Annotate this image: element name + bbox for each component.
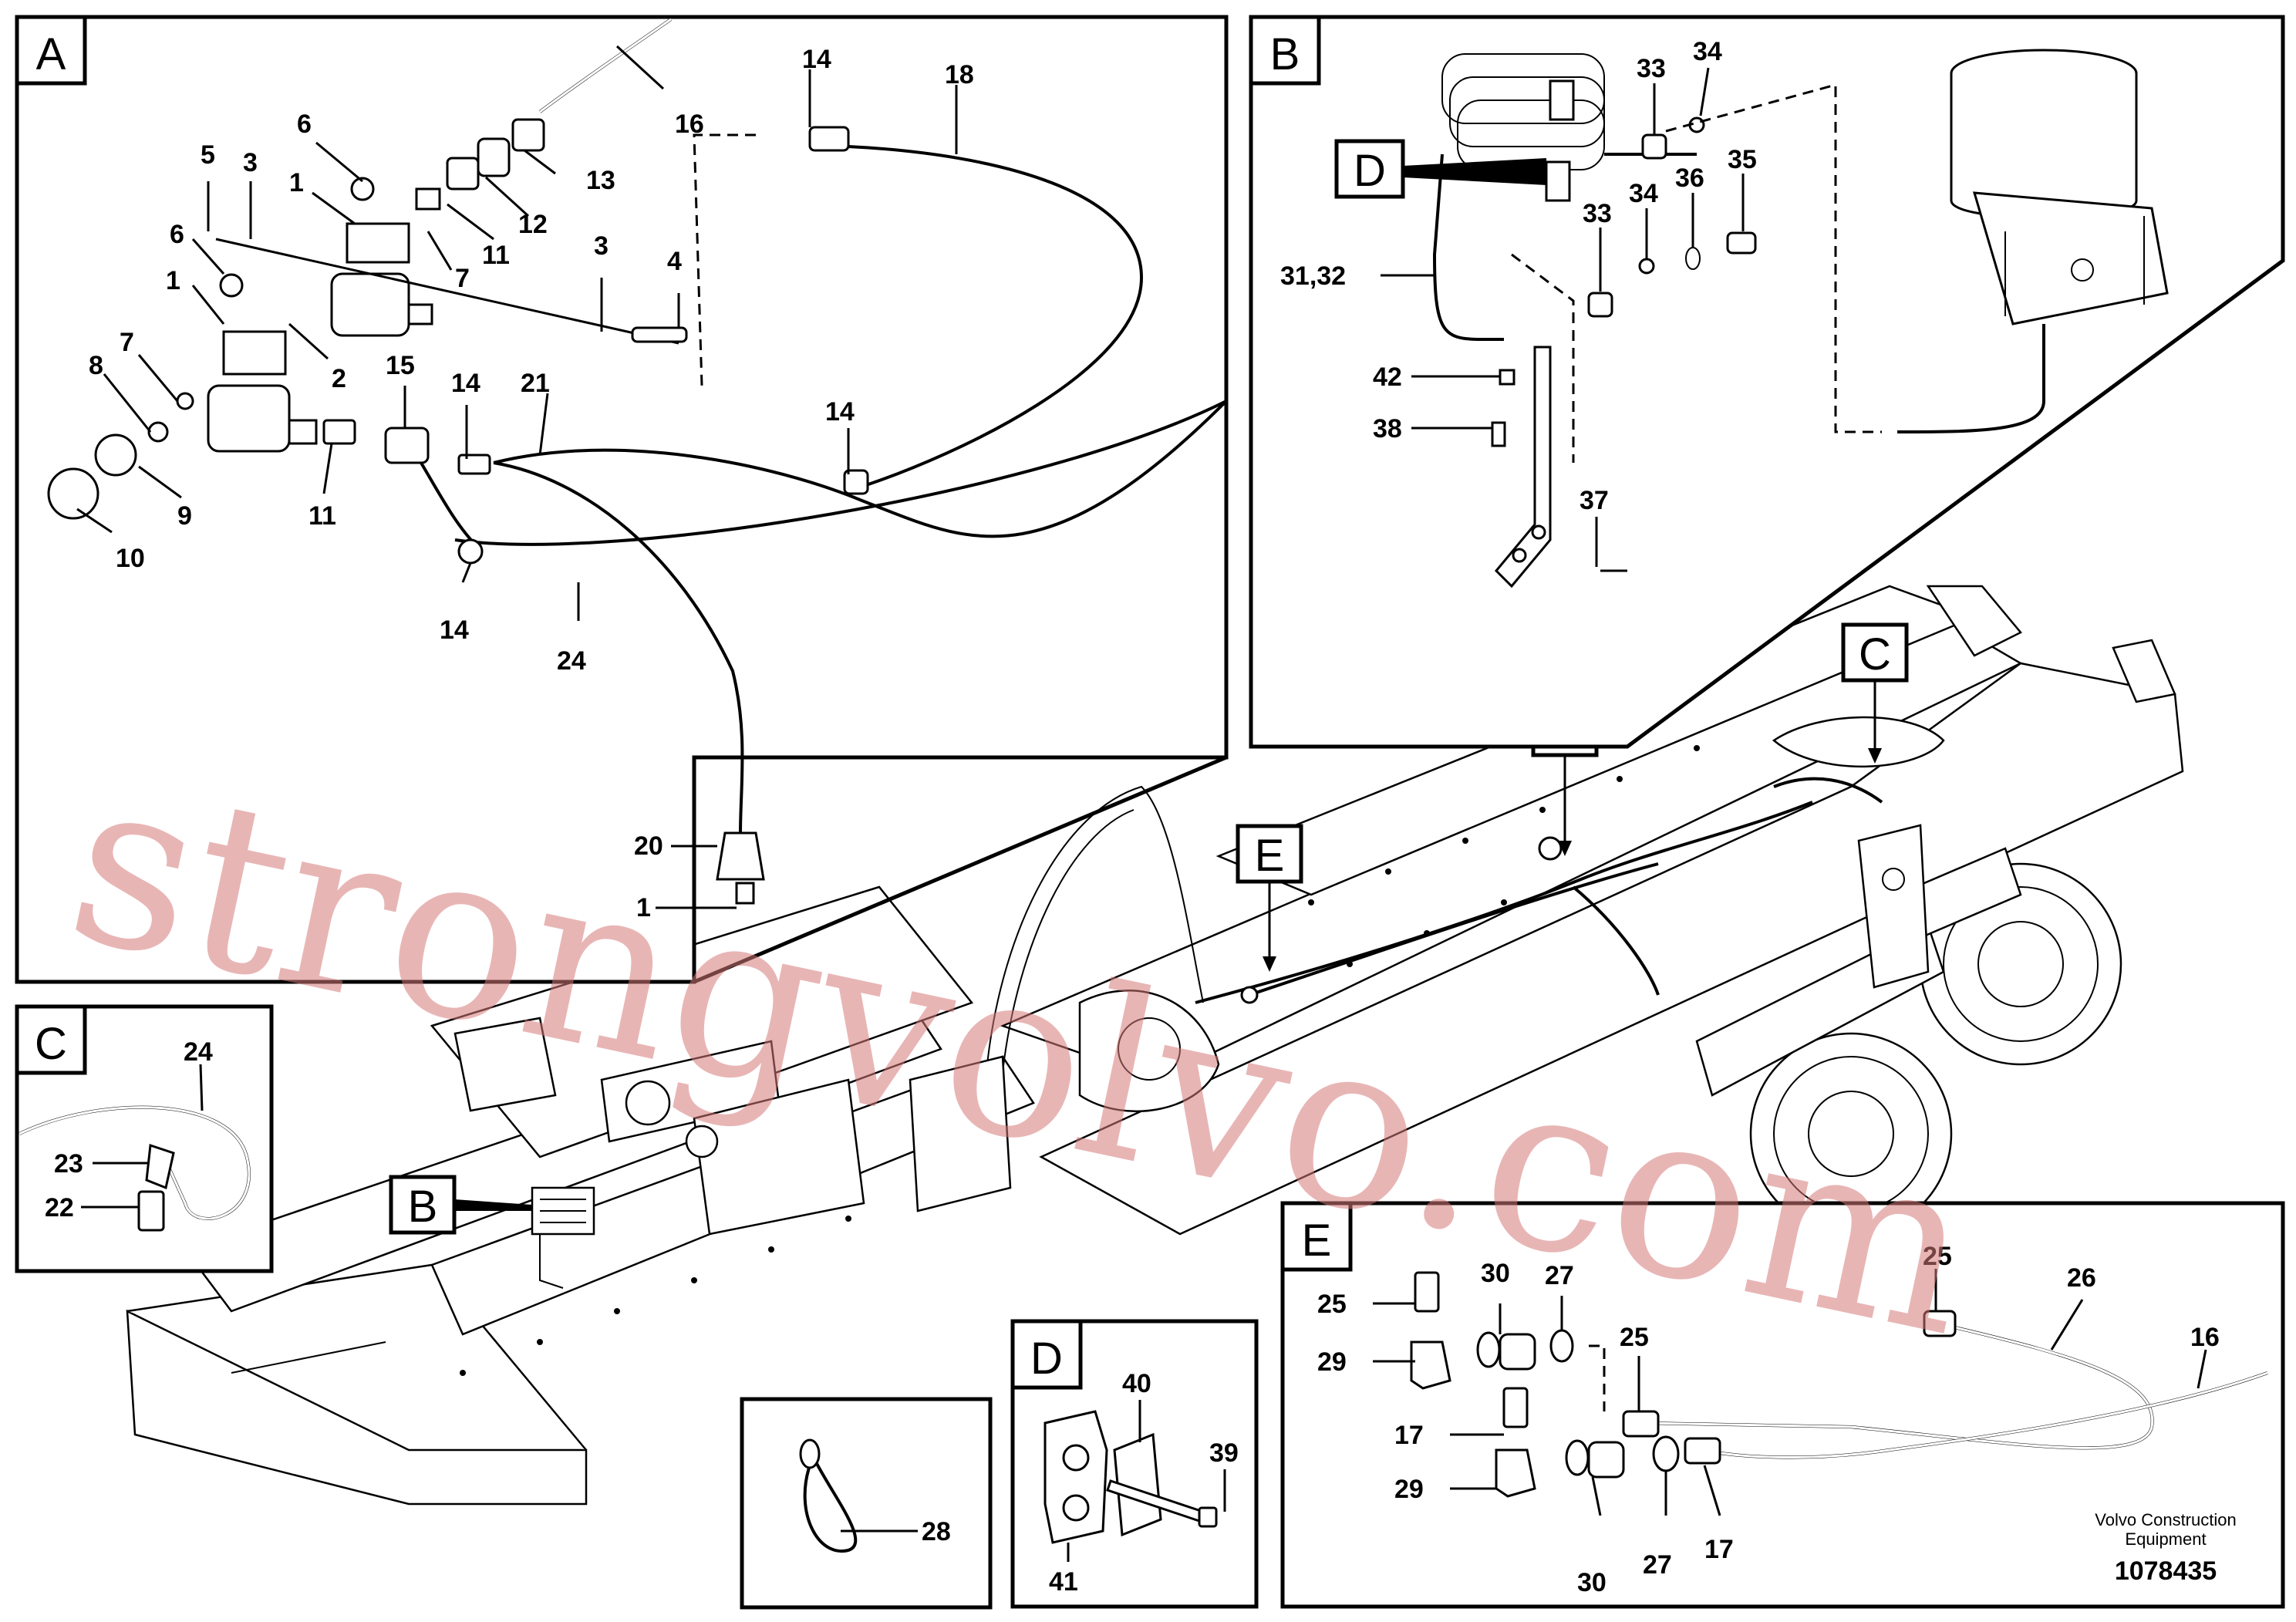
machine-frame	[126, 585, 2184, 1506]
panel-a-part-11-lower: 11	[308, 501, 336, 531]
panel-e-part-27-top: 27	[1545, 1261, 1574, 1290]
panel-d-part-41: 41	[1049, 1567, 1078, 1597]
panel-a-part-10: 10	[116, 544, 145, 573]
panel-e: E 25 30	[1280, 1201, 2285, 1609]
footer-company-line1: Volvo Construction	[2095, 1510, 2236, 1529]
panel-b-part-33-mid: 33	[1583, 199, 1612, 228]
machine-callout-c[interactable]: C	[1841, 622, 1909, 764]
panel-c: C 24 23 22	[15, 1004, 274, 1273]
panel-e-part-17-bottom: 17	[1704, 1535, 1734, 1564]
panel-d-label: D	[1030, 1334, 1063, 1384]
panel-d-label-box	[1010, 1319, 1083, 1390]
panel-a-part-18: 18	[945, 60, 974, 89]
panel-a-part-12: 12	[518, 210, 548, 239]
panel-b-callout-d	[1334, 139, 1405, 199]
panel-b-part-37: 37	[1580, 486, 1609, 515]
panel-b-callout-d-label: D	[1354, 146, 1386, 196]
panel-e-part-16: 16	[2190, 1323, 2220, 1352]
panel-d-part-40: 40	[1122, 1369, 1151, 1398]
panel-b: B	[1249, 15, 2285, 749]
panel-b-coil-tube	[1432, 53, 1697, 341]
panel-a-part-3-left: 3	[243, 148, 258, 177]
panel-e-label: E	[1302, 1216, 1332, 1266]
panel-a-part-3-right: 3	[594, 231, 609, 261]
panel-a-part-1-top: 1	[289, 168, 304, 197]
panel-e-part-17-left: 17	[1394, 1421, 1424, 1450]
panel-a-part-20: 20	[634, 831, 663, 861]
panel-e-part-30-bottom: 30	[1577, 1568, 1607, 1597]
panel-d: D 40 39 41	[1010, 1319, 1259, 1609]
panel-a-part-24: 24	[557, 646, 586, 676]
panel-e-part-29-top: 29	[1317, 1347, 1347, 1377]
panel-a-label-box	[15, 15, 87, 86]
panel-c-part-23: 23	[54, 1149, 83, 1179]
rear-axle-hub	[1695, 847, 2122, 1236]
panel-a-part-7-top: 7	[455, 264, 470, 293]
panel-b-part-38: 38	[1373, 414, 1402, 443]
panel-a-part-14-low: 14	[440, 615, 469, 645]
panel-b-part-34-mid: 34	[1629, 179, 1658, 208]
panel-a-part-14-mid: 14	[451, 369, 480, 398]
panel-e-part-25-mid: 25	[1620, 1323, 1649, 1352]
panel-a-part-13: 13	[586, 166, 615, 195]
panel-c-label: C	[35, 1019, 67, 1069]
machine-callout-e-label: E	[1255, 831, 1285, 881]
panel-e-part-25-left: 25	[1317, 1290, 1347, 1319]
footer-company-line2: Equipment	[2125, 1529, 2206, 1549]
panel-a-part-2: 2	[332, 364, 346, 393]
panel-a-part-21: 21	[521, 369, 550, 398]
panel-d-part-39: 39	[1209, 1438, 1239, 1468]
panel-a-part-4: 4	[667, 247, 682, 276]
panel-e-part-30-top: 30	[1481, 1259, 1510, 1288]
panel-a-part-14-top: 14	[802, 45, 831, 74]
panel-b-part-35: 35	[1728, 145, 1757, 174]
panel-a-part-5: 5	[201, 140, 215, 170]
panel-a-part-11-top: 11	[482, 241, 510, 270]
machine-callout-e[interactable]: E	[1236, 824, 1303, 972]
panel-b-label: B	[1270, 29, 1300, 79]
panel-b-part-42: 42	[1373, 363, 1402, 392]
machine-callout-b[interactable]: B	[389, 1175, 532, 1235]
panel-a-part-14-right: 14	[825, 397, 855, 427]
panel-b-part-31-32: 31,32	[1280, 261, 1346, 291]
machine-valve-b	[531, 1186, 595, 1289]
panel-a-label: A	[36, 29, 66, 79]
panel-b-part-33-top: 33	[1637, 54, 1666, 83]
panel-a-part-16: 16	[675, 110, 704, 139]
panel-a-part-15: 15	[386, 351, 415, 380]
panel-clip: 28	[740, 1397, 993, 1610]
panel-c-part-22: 22	[45, 1193, 74, 1222]
machine-callout-b-label: B	[408, 1182, 438, 1232]
panel-a-part-6-left: 6	[170, 220, 184, 249]
panel-c-label-box	[15, 1004, 87, 1075]
footer-drawing-number: 1078435	[2115, 1556, 2217, 1586]
panel-a: A	[15, 15, 1229, 984]
panel-e-label-box	[1280, 1201, 1353, 1272]
panel-e-part-27-bottom: 27	[1643, 1550, 1672, 1580]
panel-e-part-29-bottom: 29	[1394, 1475, 1424, 1504]
panel-a-part-6-top: 6	[297, 110, 312, 139]
panel-a-part-1-bottom: 1	[636, 893, 651, 922]
panel-b-part-34-top: 34	[1693, 37, 1722, 66]
panel-a-part-7-left: 7	[120, 328, 134, 357]
panel-a-part-8: 8	[89, 351, 103, 380]
panel-e-part-26: 26	[2067, 1263, 2096, 1293]
machine-callout-c-label: C	[1859, 629, 1891, 679]
panel-clip-part-28: 28	[922, 1517, 951, 1546]
panel-a-solenoid-upper	[330, 177, 433, 337]
panel-b-part-36: 36	[1675, 164, 1704, 193]
panel-a-part-9: 9	[177, 501, 192, 531]
panel-b-reservoir	[1896, 49, 2169, 433]
panel-a-part-1-left: 1	[166, 266, 180, 295]
panel-e-part-25-right: 25	[1923, 1242, 1952, 1271]
panel-c-part-24: 24	[184, 1037, 213, 1067]
panel-a-solenoid-lower	[207, 273, 318, 453]
panel-b-label-box	[1249, 15, 1321, 86]
